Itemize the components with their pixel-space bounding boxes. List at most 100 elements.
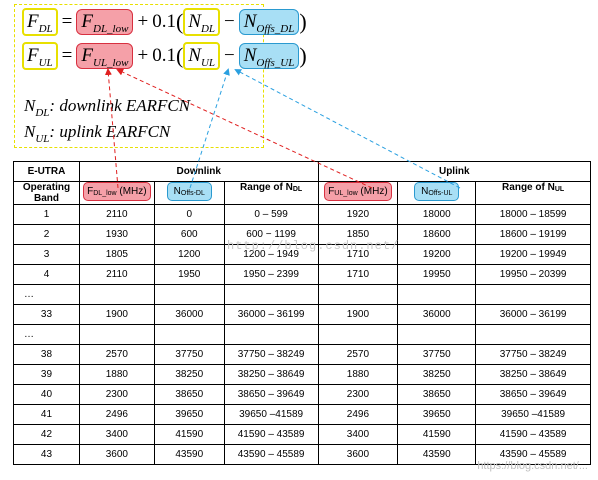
table-cell — [397, 324, 477, 345]
table-cell: 3 — [13, 244, 80, 265]
table-cell: 38250 — [153, 364, 225, 385]
table-cell: 3400 — [78, 424, 155, 445]
table-cell: 1 — [13, 204, 80, 225]
table-cell: … — [13, 324, 80, 345]
f-ul-low-term: FUL_low — [76, 43, 134, 69]
table-cell: 0 – 599 — [223, 204, 319, 225]
table-cell: 38650 – 39649 — [223, 384, 319, 405]
definition-uplink: NUL: uplink EARFCN — [24, 122, 171, 145]
dl-noffs-header: NOffs-DL — [153, 181, 225, 205]
table-cell: 19950 – 20399 — [475, 264, 591, 285]
table-cell — [223, 284, 319, 305]
formula-downlink: FDL = FDL_low + 0.1 ( NDL − NOffs_DL ) — [22, 8, 307, 36]
table-cell: 19200 – 19949 — [475, 244, 591, 265]
table-cell: 41 — [13, 404, 80, 425]
definition-downlink: NDL: downlink EARFCN — [24, 96, 191, 119]
table-cell: 2110 — [78, 264, 155, 285]
definitions: NDL: downlink EARFCN NUL: uplink EARFCN — [24, 94, 190, 146]
table-cell: 38250 – 38649 — [475, 364, 591, 385]
n-offs-ul-term: NOffs_UL — [238, 43, 300, 69]
table-cell: 2110 — [78, 204, 155, 225]
earfcn-table: E-UTRA Downlink Uplink Operating Band FD… — [13, 161, 591, 465]
table-cell: 1900 — [78, 304, 155, 325]
f-ul-term: FUL — [22, 42, 58, 70]
table-cell — [153, 284, 225, 305]
table-cell: 1200 — [153, 244, 225, 265]
table-cell: 38250 – 38649 — [223, 364, 319, 385]
table-cell: 43590 – 45589 — [475, 444, 591, 465]
table-cell: 39650 — [153, 404, 225, 425]
table-cell: 1710 — [317, 264, 399, 285]
table-cell — [317, 324, 399, 345]
table-cell: 18600 – 19199 — [475, 224, 591, 245]
table-cell — [223, 324, 319, 345]
table-cell: 39 — [13, 364, 80, 385]
table-cell: 43590 – 45589 — [223, 444, 319, 465]
table-cell: 2496 — [317, 404, 399, 425]
table-cell: 38 — [13, 344, 80, 365]
table-cell: 37750 — [397, 344, 477, 365]
table-cell: 36000 — [153, 304, 225, 325]
downlink-group-header: Downlink — [78, 161, 319, 182]
table-cell: 42 — [13, 424, 80, 445]
table-cell: 36000 – 36199 — [475, 304, 591, 325]
table-cell: 3600 — [317, 444, 399, 465]
table-cell: 39650 –41589 — [475, 404, 591, 425]
table-cell: 1880 — [317, 364, 399, 385]
table-cell — [397, 284, 477, 305]
n-ul-term: NUL — [183, 42, 221, 70]
table-cell: 2300 — [78, 384, 155, 405]
table-cell: 39650 — [397, 404, 477, 425]
table-cell: 43590 — [153, 444, 225, 465]
table-cell: 2496 — [78, 404, 155, 425]
table-cell: 43590 — [397, 444, 477, 465]
table-cell: 36000 – 36199 — [223, 304, 319, 325]
table-cell: 38650 – 39649 — [475, 384, 591, 405]
dl-range-header: Range of NDL — [223, 181, 319, 205]
table-cell: 1900 — [317, 304, 399, 325]
ul-low-header: FUL_low (MHz) — [317, 181, 399, 205]
table-cell: 41590 — [153, 424, 225, 445]
ul-noffs-header: NOffs-UL — [397, 181, 477, 205]
table-cell: 41590 – 43589 — [223, 424, 319, 445]
table-cell: 36000 — [397, 304, 477, 325]
table-cell: 0 — [153, 204, 225, 225]
table-cell: 3600 — [78, 444, 155, 465]
table-cell: 37750 – 38249 — [475, 344, 591, 365]
table-cell: 39650 –41589 — [223, 404, 319, 425]
watermark: http://blog.csdn.net/ — [227, 239, 400, 253]
table-cell: 4 — [13, 264, 80, 285]
table-cell — [317, 284, 399, 305]
table-cell: 19200 — [397, 244, 477, 265]
f-dl-term: FDL — [22, 8, 58, 36]
table-cell: 18000 – 18599 — [475, 204, 591, 225]
band-header: Operating Band — [13, 181, 80, 205]
f-dl-low-term: FDL_low — [76, 9, 134, 35]
table-cell: 1930 — [78, 224, 155, 245]
table-cell: 2 — [13, 224, 80, 245]
table-cell: 33 — [13, 304, 80, 325]
table-cell: 19950 — [397, 264, 477, 285]
table-cell: 38650 — [153, 384, 225, 405]
table-cell — [475, 324, 591, 345]
table-cell: 1880 — [78, 364, 155, 385]
table-cell: 1950 – 2399 — [223, 264, 319, 285]
formula-uplink: FUL = FUL_low + 0.1 ( NUL − NOffs_UL ) — [22, 42, 307, 70]
ellipsis-row: … — [13, 284, 591, 305]
table-cell: 2570 — [317, 344, 399, 365]
table-cell: 600 — [153, 224, 225, 245]
n-offs-dl-term: NOffs_DL — [238, 9, 300, 35]
table-cell: 41590 — [397, 424, 477, 445]
table-cell: 40 — [13, 384, 80, 405]
credit: https://blog.csdn.net/... — [477, 460, 588, 472]
table-cell: 1950 — [153, 264, 225, 285]
